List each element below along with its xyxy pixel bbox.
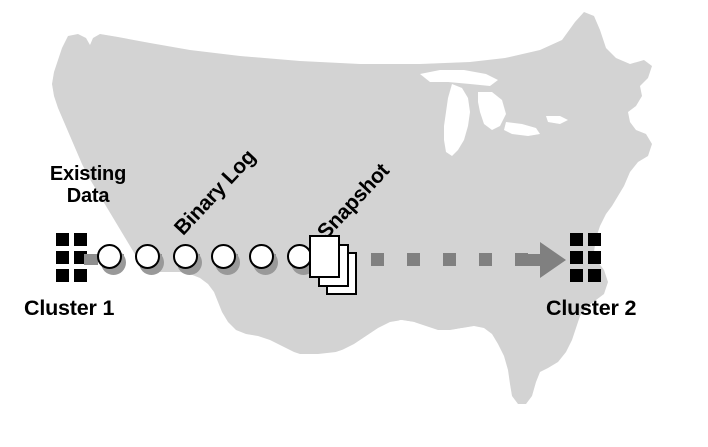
cluster-2-dot — [570, 233, 583, 246]
lake-huron — [478, 92, 506, 130]
cluster-1-dot — [56, 251, 69, 264]
transfer-dash — [443, 253, 456, 266]
snapshot-page — [309, 235, 340, 278]
cluster-2-node — [570, 233, 601, 282]
cluster-2-dot — [588, 251, 601, 264]
log-record-circle — [249, 244, 274, 269]
log-connector-segment — [84, 254, 98, 265]
transfer-dash — [407, 253, 420, 266]
cluster-2-dot — [588, 269, 601, 282]
gulf-of-mexico — [278, 320, 472, 424]
existing-data-label: Existing Data — [22, 163, 154, 207]
cluster-1-dot — [56, 233, 69, 246]
cluster-2-dot — [588, 233, 601, 246]
lake-superior — [420, 70, 498, 86]
transfer-dash — [479, 253, 492, 266]
log-record-circle — [135, 244, 160, 269]
transfer-arrow-icon — [518, 242, 566, 278]
snapshot-node — [309, 235, 371, 297]
cluster-2-label: Cluster 2 — [546, 296, 637, 320]
cluster-2-dot — [570, 251, 583, 264]
cluster-1-dot — [56, 269, 69, 282]
cluster-1-dot — [74, 269, 87, 282]
map-landmass — [52, 12, 652, 424]
existing-data-line-1: Existing — [49, 163, 127, 185]
cluster-1-dot — [74, 233, 87, 246]
lake-erie-ontario — [504, 122, 540, 136]
great-lakes-detail — [546, 116, 568, 124]
cluster-1-label: Cluster 1 — [24, 296, 115, 320]
log-record-circle — [97, 244, 122, 269]
transfer-dash — [371, 253, 384, 266]
lake-michigan — [444, 84, 470, 156]
cluster-1-node — [56, 233, 87, 282]
log-record-circle — [173, 244, 198, 269]
log-record-circle — [211, 244, 236, 269]
cluster-2-dot — [570, 269, 583, 282]
existing-data-line-2: Data — [66, 184, 110, 207]
log-record-circle — [287, 244, 312, 269]
cluster-1-dot — [74, 251, 87, 264]
